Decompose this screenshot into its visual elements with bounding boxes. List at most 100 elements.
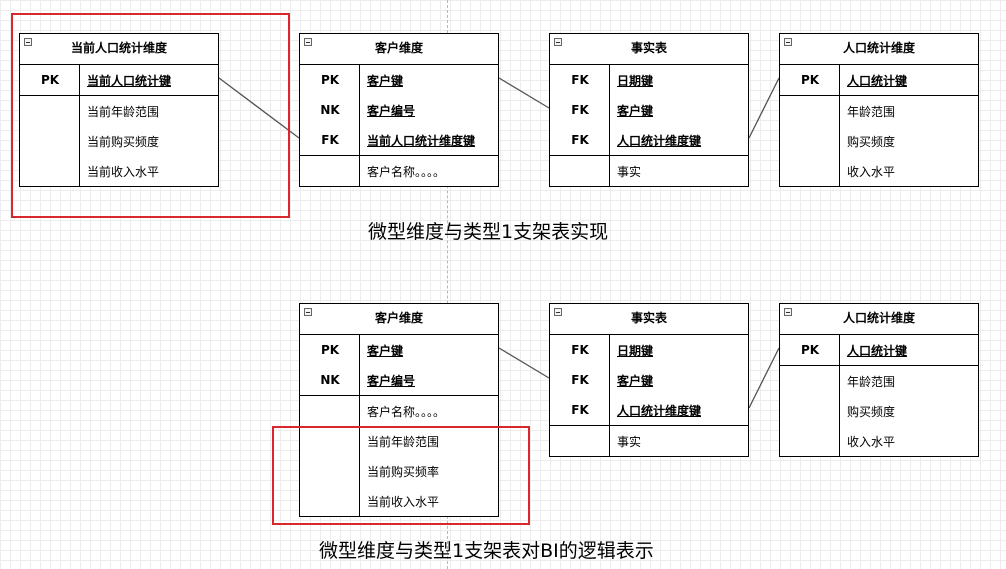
collapse-icon[interactable] <box>304 308 312 316</box>
table-row: FK 人口统计维度键 <box>550 125 748 155</box>
key-column: 当前人口统计维度键 <box>367 133 476 148</box>
collapse-icon[interactable] <box>554 38 562 46</box>
table-header: 人口统计维度 <box>780 304 978 335</box>
attribute-section: 年龄范围 购买频度 收入水平 <box>780 366 978 456</box>
table-fact-bottom[interactable]: 事实表 FK 日期键 FK 客户键 FK 人口统计维度键 事实 <box>549 303 749 457</box>
key-column: 人口统计维度键 <box>617 133 702 148</box>
attribute-column: 当前购买频度 <box>87 134 160 149</box>
highlight-box-bottom <box>272 426 530 525</box>
link-customer-to-fact-top <box>498 77 550 109</box>
table-row: 当前购买频度 <box>20 126 218 156</box>
attribute-column: 事实 <box>617 164 642 179</box>
attribute-column: 当前收入水平 <box>367 494 440 509</box>
table-title: 事实表 <box>630 311 667 325</box>
attribute-column: 当前年龄范围 <box>87 104 160 119</box>
key-type: FK <box>571 373 589 387</box>
key-column: 人口统计维度键 <box>617 403 702 418</box>
attribute-column: 客户名称。。。。 <box>367 164 446 179</box>
table-row: 收入水平 <box>780 156 978 186</box>
table-header: 事实表 <box>550 34 748 65</box>
table-header: 人口统计维度 <box>780 34 978 65</box>
key-column: 客户编号 <box>367 373 416 388</box>
key-section: PK 人口统计键 <box>780 65 978 96</box>
attribute-column: 当前收入水平 <box>87 164 160 179</box>
table-row: 当前收入水平 <box>20 156 218 186</box>
attribute-section: 客户名称。。。。 <box>300 156 498 186</box>
link-current-demo-to-customer <box>218 77 300 139</box>
key-section: PK 当前人口统计键 <box>20 65 218 96</box>
diagram-caption-bottom: 微型维度与类型1支架表对BI的逻辑表示 <box>319 540 654 562</box>
table-row: 购买频度 <box>780 396 978 426</box>
table-row: FK 客户键 <box>550 365 748 395</box>
key-column: 客户键 <box>367 343 404 358</box>
table-row: 当前年龄范围 <box>300 426 498 456</box>
key-column: 客户键 <box>617 373 654 388</box>
collapse-icon[interactable] <box>554 308 562 316</box>
key-type: FK <box>571 403 589 417</box>
diagram-caption-top: 微型维度与类型1支架表实现 <box>368 221 609 243</box>
key-type: PK <box>320 73 340 87</box>
table-row: 当前购买频率 <box>300 456 498 486</box>
key-type: FK <box>321 133 339 147</box>
key-column: 人口统计键 <box>847 343 908 358</box>
collapse-icon[interactable] <box>304 38 312 46</box>
collapse-icon[interactable] <box>784 38 792 46</box>
attribute-column: 年龄范围 <box>847 104 896 119</box>
key-column: 人口统计键 <box>847 73 908 88</box>
table-title: 客户维度 <box>374 41 423 55</box>
table-row: FK 人口统计维度键 <box>550 395 748 425</box>
table-row: FK 日期键 <box>550 335 748 365</box>
attribute-section: 客户名称。。。。 当前年龄范围 当前购买频率 当前收入水平 <box>300 396 498 516</box>
table-row: 客户名称。。。。 <box>300 156 498 186</box>
table-title: 客户维度 <box>374 311 423 325</box>
table-current-demographics[interactable]: 当前人口统计维度 PK 当前人口统计键 当前年龄范围 当前购买频度 当前收入水平 <box>19 33 219 187</box>
key-column: 当前人口统计键 <box>87 73 172 88</box>
table-title: 人口统计维度 <box>842 41 915 55</box>
attribute-section: 事实 <box>550 156 748 186</box>
key-type: FK <box>571 133 589 147</box>
page-guide-line <box>447 0 448 569</box>
key-type: PK <box>40 73 60 87</box>
attribute-section: 当前年龄范围 当前购买频度 当前收入水平 <box>20 96 218 186</box>
attribute-column: 客户名称。。。。 <box>367 404 446 419</box>
key-column: 客户键 <box>617 103 654 118</box>
key-type: NK <box>320 103 340 117</box>
table-demographics-top[interactable]: 人口统计维度 PK 人口统计键 年龄范围 购买频度 收入水平 <box>779 33 979 187</box>
table-row: PK 客户键 <box>300 335 498 365</box>
table-row: 事实 <box>550 426 748 456</box>
key-type: PK <box>800 73 820 87</box>
attribute-column: 收入水平 <box>847 164 896 179</box>
collapse-icon[interactable] <box>784 308 792 316</box>
table-row: PK 当前人口统计键 <box>20 65 218 95</box>
table-row: 事实 <box>550 156 748 186</box>
table-header: 客户维度 <box>300 34 498 65</box>
link-customer-to-fact-bottom <box>498 347 550 379</box>
attribute-column: 当前年龄范围 <box>367 434 440 449</box>
link-fact-to-demo-bottom <box>748 347 780 409</box>
key-type: FK <box>571 343 589 357</box>
key-column: 日期键 <box>617 343 654 358</box>
table-header: 事实表 <box>550 304 748 335</box>
table-header: 客户维度 <box>300 304 498 335</box>
attribute-column: 事实 <box>617 434 642 449</box>
collapse-icon[interactable] <box>24 38 32 46</box>
table-row: FK 当前人口统计维度键 <box>300 125 498 155</box>
attribute-column: 购买频度 <box>847 134 896 149</box>
key-type: PK <box>320 343 340 357</box>
table-row: 年龄范围 <box>780 366 978 396</box>
